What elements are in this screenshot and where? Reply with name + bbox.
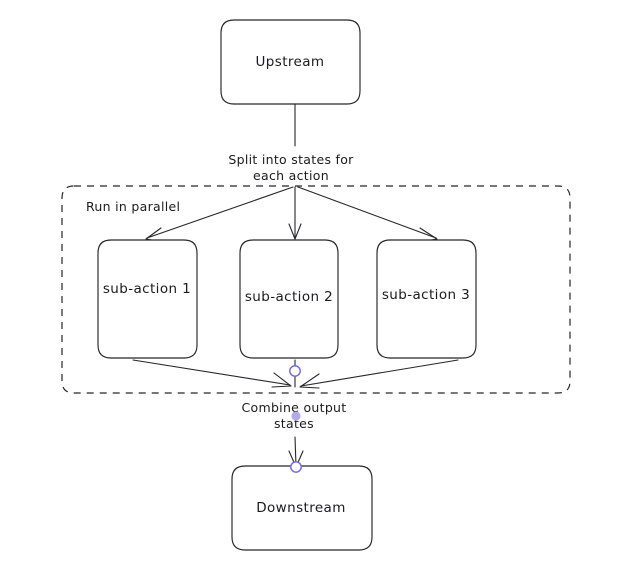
edge-label-split: Split into states for each action [228, 152, 354, 183]
group-label: Run in parallel [86, 199, 180, 214]
split-to-sub3-line [297, 186, 437, 239]
sub-action-3-box [376, 239, 477, 359]
downstream-input-port[interactable] [290, 461, 302, 473]
edge-sub-action-3-to-merge [299, 359, 459, 389]
merge-port[interactable] [289, 365, 301, 377]
merge-port-ring [289, 365, 301, 377]
sub1-to-merge-line [132, 359, 291, 386]
upstream-label: Upstream [256, 54, 325, 70]
downstream-label: Downstream [256, 500, 346, 516]
sub3-to-merge-arrowhead [299, 373, 320, 389]
edge-split-to-sub-action-3 [297, 186, 438, 243]
edge-split-to-sub-action-1 [145, 186, 294, 243]
sub-action-2-box [239, 239, 339, 359]
combine-marker-dot [291, 411, 301, 421]
group-dashed-border [61, 185, 571, 394]
node-upstream[interactable]: Upstream [220, 19, 361, 105]
downstream-input-port-ring [290, 461, 302, 473]
node-downstream[interactable]: Downstream [231, 465, 373, 551]
sub-action-2-label: sub-action 2 [245, 289, 333, 305]
split-to-sub2-arrowhead [288, 223, 302, 240]
edge-label-combine: Combine output states [242, 400, 347, 431]
sub-action-1-label: sub-action 1 [103, 281, 191, 297]
sub-action-3-label: sub-action 3 [382, 287, 470, 303]
split-label-line-1: Split into states for [228, 152, 354, 167]
node-sub-action-3[interactable]: sub-action 3 [376, 239, 477, 359]
split-label-line-2: each action [253, 168, 329, 183]
edge-split-to-sub-action-2 [288, 186, 302, 240]
edge-sub-action-1-to-merge [132, 359, 292, 388]
sub3-to-merge-line [300, 359, 459, 387]
split-to-sub1-line [146, 186, 294, 239]
run-in-parallel-group: Run in parallel [61, 185, 571, 394]
node-sub-action-2[interactable]: sub-action 2 [239, 239, 339, 359]
node-sub-action-1[interactable]: sub-action 1 [97, 239, 198, 359]
combine-label-line-2: states [274, 416, 314, 431]
upstream-box [220, 19, 361, 105]
combine-label-line-1: Combine output [242, 400, 347, 415]
downstream-box [231, 465, 373, 551]
sub1-to-merge-arrowhead [271, 372, 292, 388]
sub-action-1-box [97, 239, 198, 359]
